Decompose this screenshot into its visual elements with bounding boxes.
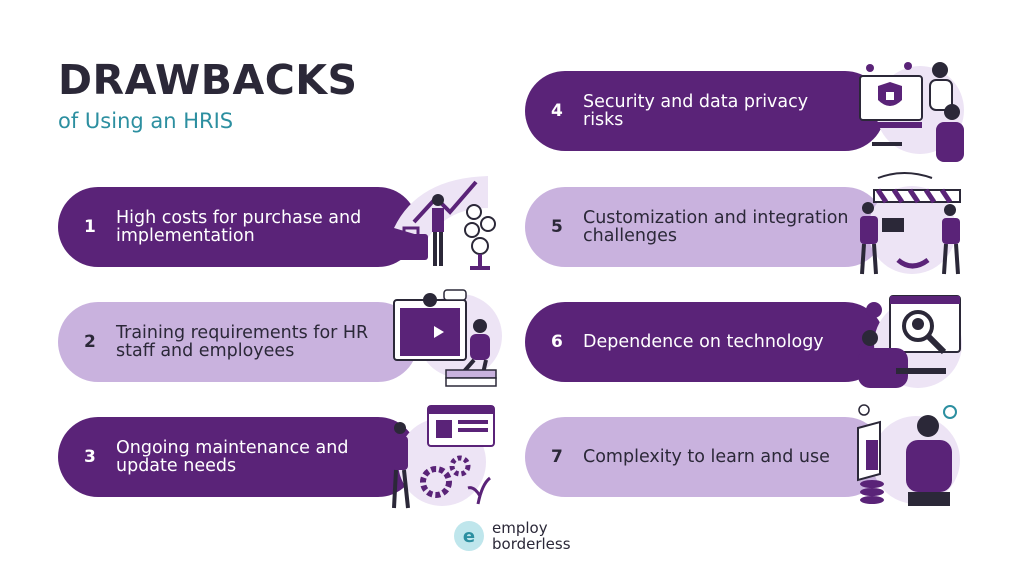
maintenance-illustration-icon <box>384 404 496 514</box>
security-illustration-icon <box>858 56 970 166</box>
brand-badge-icon: e <box>454 521 484 551</box>
technology-illustration-icon <box>856 288 968 398</box>
item-label: Complexity to learn and use <box>583 447 830 467</box>
item-label: High costs for purchase and implementati… <box>116 208 362 246</box>
item-number: 3 <box>84 447 96 467</box>
item-label: Ongoing maintenance and update needs <box>116 438 349 476</box>
page-title: DRAWBACKS <box>58 56 358 104</box>
drawback-item-5: 5 Customization and integration challeng… <box>525 187 885 267</box>
item-label: Training requirements for HR staff and e… <box>116 323 369 361</box>
item-number: 5 <box>551 217 563 237</box>
drawback-item-7: 7 Complexity to learn and use <box>525 417 885 497</box>
brand-line-1: employ <box>492 519 548 537</box>
page-subtitle: of Using an HRIS <box>58 109 234 133</box>
cost-illustration-icon <box>388 168 500 278</box>
brand-wordmark: employ borderless <box>492 520 571 552</box>
drawback-item-3: 3 Ongoing maintenance and update needs <box>58 417 418 497</box>
item-number: 1 <box>84 217 96 237</box>
item-number: 6 <box>551 332 563 352</box>
integration-illustration-icon <box>854 170 966 280</box>
complexity-illustration-icon <box>852 400 964 510</box>
item-label: Dependence on technology <box>583 332 824 352</box>
item-label: Security and data privacy risks <box>583 92 809 130</box>
drawback-item-6: 6 Dependence on technology <box>525 302 885 382</box>
drawback-item-4: 4 Security and data privacy risks <box>525 71 885 151</box>
brand-logo: e employ borderless <box>454 520 571 552</box>
item-number: 2 <box>84 332 96 352</box>
item-number: 7 <box>551 447 563 467</box>
drawback-item-2: 2 Training requirements for HR staff and… <box>58 302 418 382</box>
brand-line-2: borderless <box>492 535 571 553</box>
training-illustration-icon <box>390 286 502 396</box>
drawback-item-1: 1 High costs for purchase and implementa… <box>58 187 418 267</box>
item-label: Customization and integration challenges <box>583 208 849 246</box>
item-number: 4 <box>551 101 563 121</box>
